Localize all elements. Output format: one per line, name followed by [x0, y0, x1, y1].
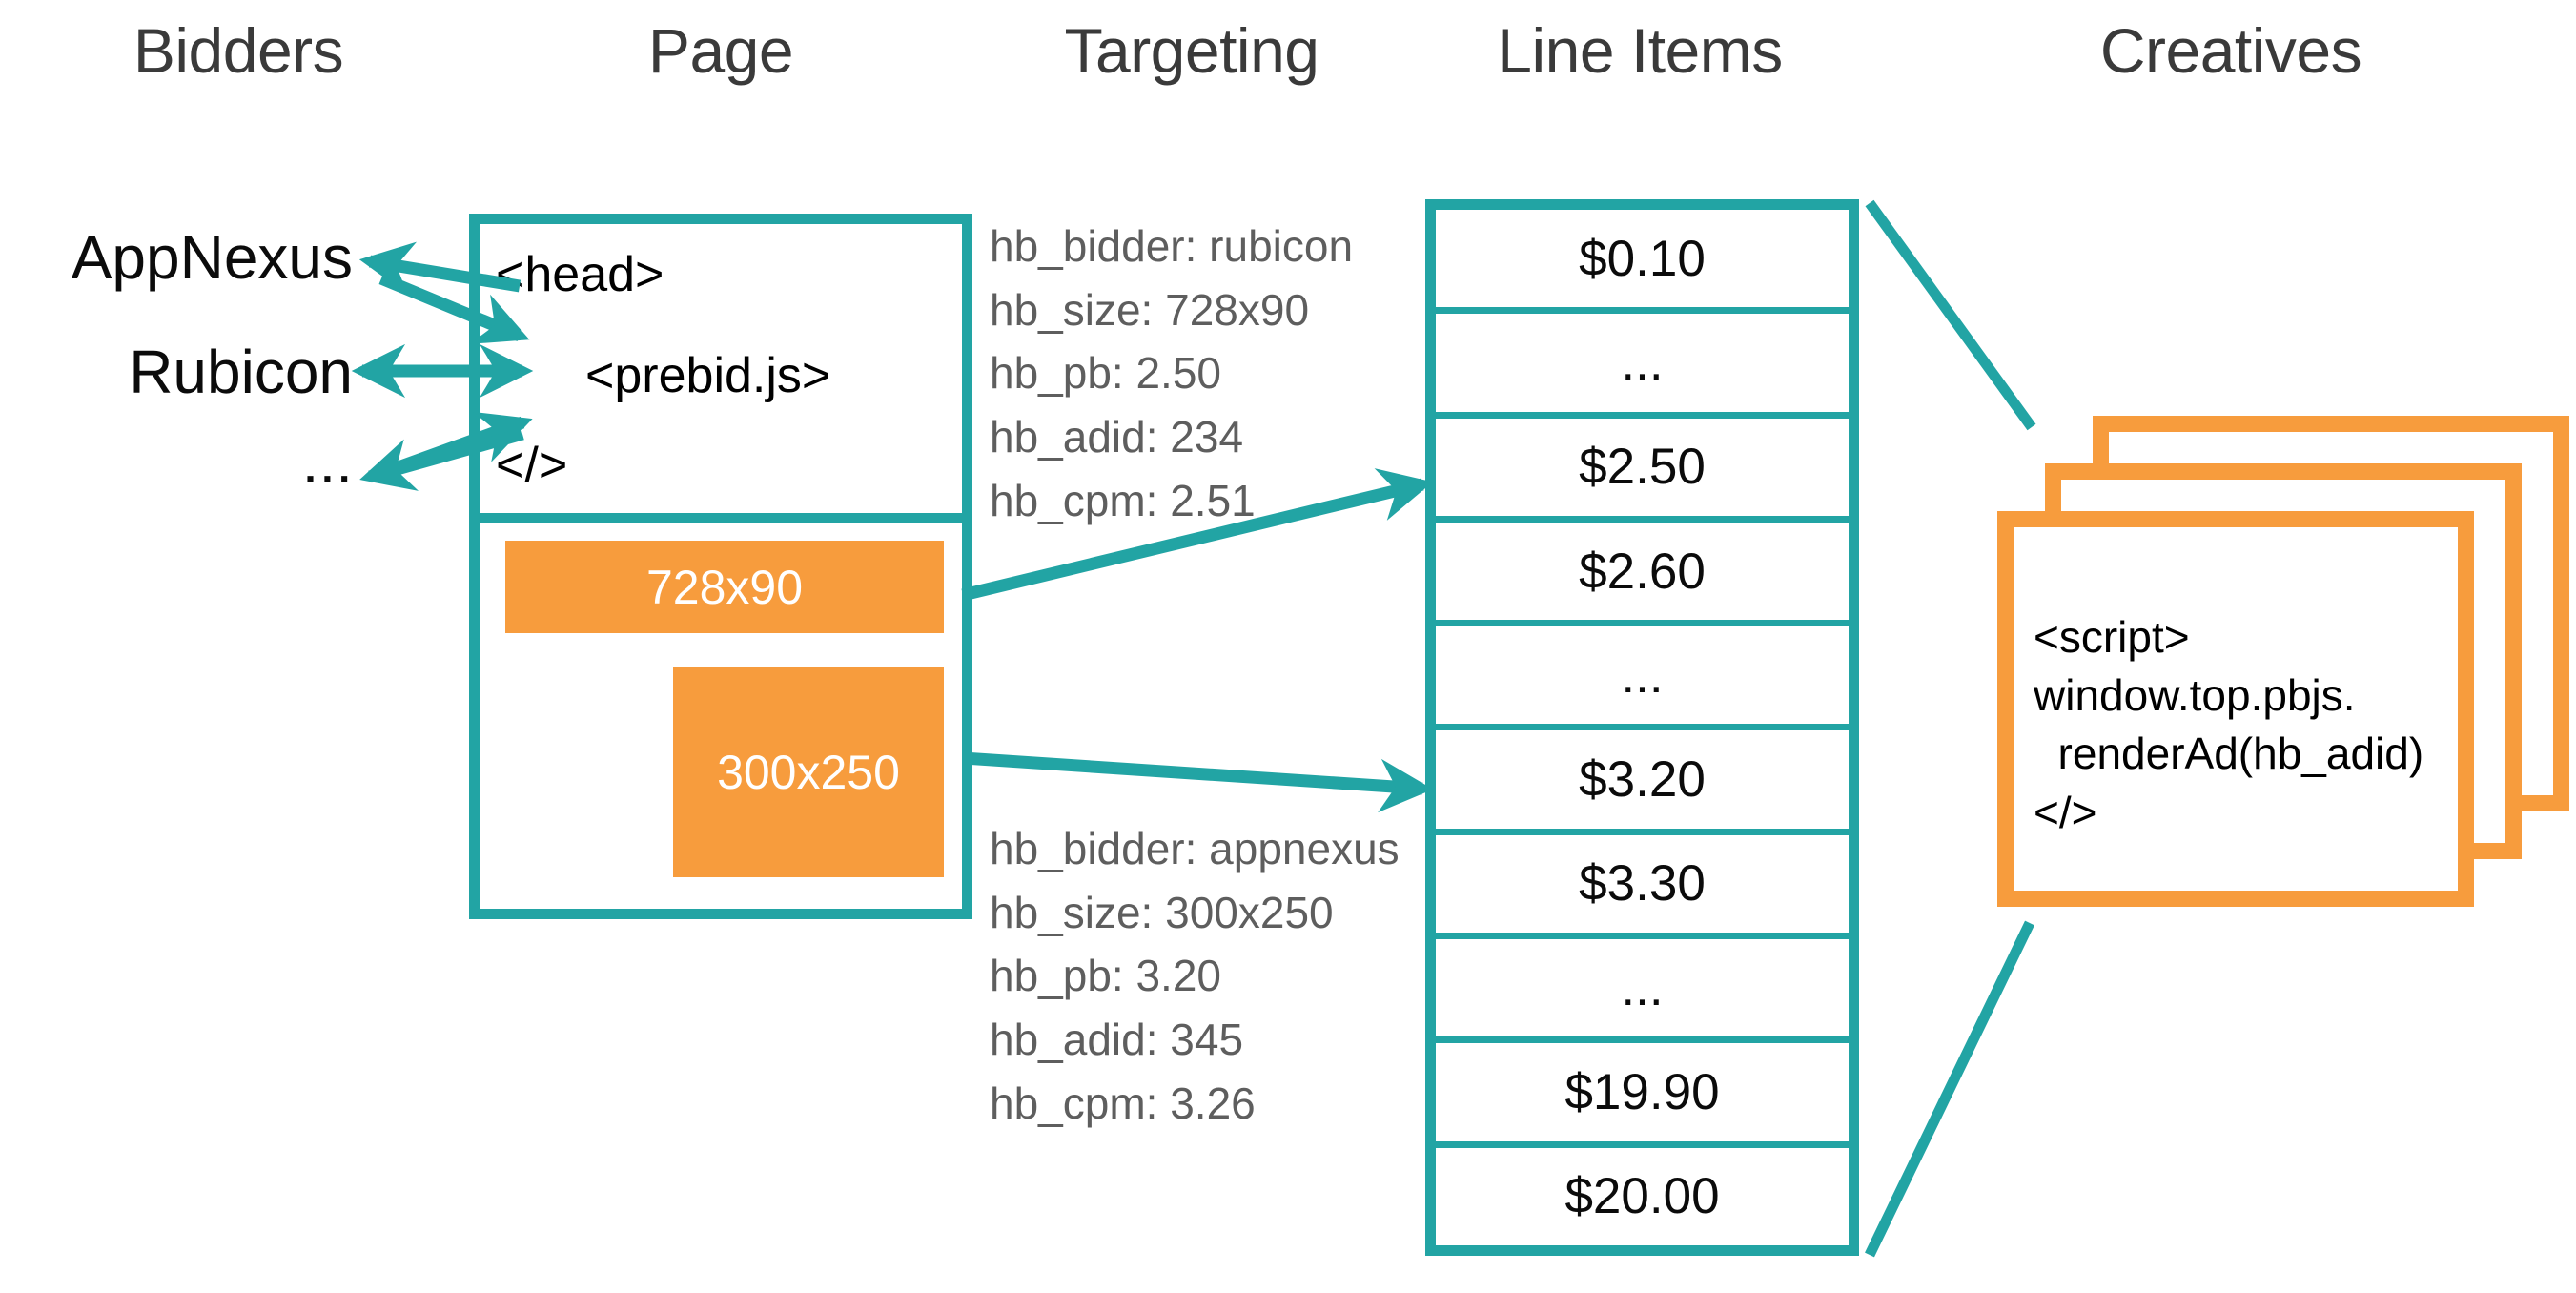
targeting-line: hb_adid: 234 [990, 412, 1244, 462]
line-item-row: $3.30 [1436, 835, 1849, 940]
line-item-row: $2.50 [1436, 419, 1849, 523]
connector-creatives-to-line-items-bottom [1865, 920, 2034, 1258]
line-item-row: $2.60 [1436, 523, 1849, 627]
creative-code-snippet: <script> window.top.pbjs. renderAd(hb_ad… [2034, 612, 2424, 837]
targeting-line: hb_size: 300x250 [990, 887, 1334, 937]
creative-card-front [1997, 511, 2474, 907]
line-item-row: $3.20 [1436, 730, 1849, 835]
page-prebid-script-tag: <prebid.js> [585, 348, 831, 403]
line-item-row: $19.90 [1436, 1043, 1849, 1148]
targeting-line: hb_size: 728x90 [990, 284, 1310, 335]
targeting-line: hb_cpm: 3.26 [990, 1078, 1256, 1128]
connector-line-items-to-creatives-top [1865, 199, 2036, 431]
ad-slot-728x90: 728x90 [505, 541, 944, 633]
column-header-page: Page [647, 15, 794, 86]
targeting-line: hb_bidder: appnexus [990, 824, 1400, 873]
targeting-line: hb_adid: 345 [990, 1015, 1244, 1065]
page-head-open-tag: <head> [496, 247, 664, 302]
targeting-line: hb_pb: 2.50 [990, 348, 1222, 399]
line-item-row: ... [1436, 626, 1849, 731]
bidder-ellipsis: ... [301, 427, 353, 496]
bidder-rubicon: Rubicon [129, 338, 353, 406]
line-items-table: $0.10 ... $2.50 $2.60 ... $3.20 $3.30 ..… [1425, 199, 1859, 1256]
targeting-line: hb_pb: 3.20 [990, 951, 1222, 1001]
ad-slot-300x250: 300x250 [673, 667, 944, 877]
line-item-row: ... [1436, 939, 1849, 1044]
targeting-block-appnexus: hb_bidder: appnexus hb_size: 300x250 hb_… [990, 817, 1400, 1135]
column-header-line-items: Line Items [1497, 15, 1783, 86]
targeting-line: hb_cpm: 2.51 [990, 475, 1256, 525]
page-head-close-tag: </> [496, 438, 568, 493]
column-header-bidders: Bidders [133, 15, 344, 86]
targeting-block-rubicon: hb_bidder: rubicon hb_size: 728x90 hb_pb… [990, 215, 1353, 532]
arrow-slot300-to-line-item-320 [962, 751, 1434, 813]
column-header-targeting: Targeting [1064, 15, 1319, 86]
bidder-appnexus: AppNexus [71, 223, 353, 292]
line-item-row: $0.10 [1436, 210, 1849, 315]
column-header-creatives: Creatives [2099, 15, 2362, 86]
page-head-section [469, 214, 972, 523]
line-item-row: ... [1436, 314, 1849, 419]
line-item-row: $20.00 [1564, 1168, 1720, 1225]
targeting-line: hb_bidder: rubicon [990, 221, 1354, 271]
